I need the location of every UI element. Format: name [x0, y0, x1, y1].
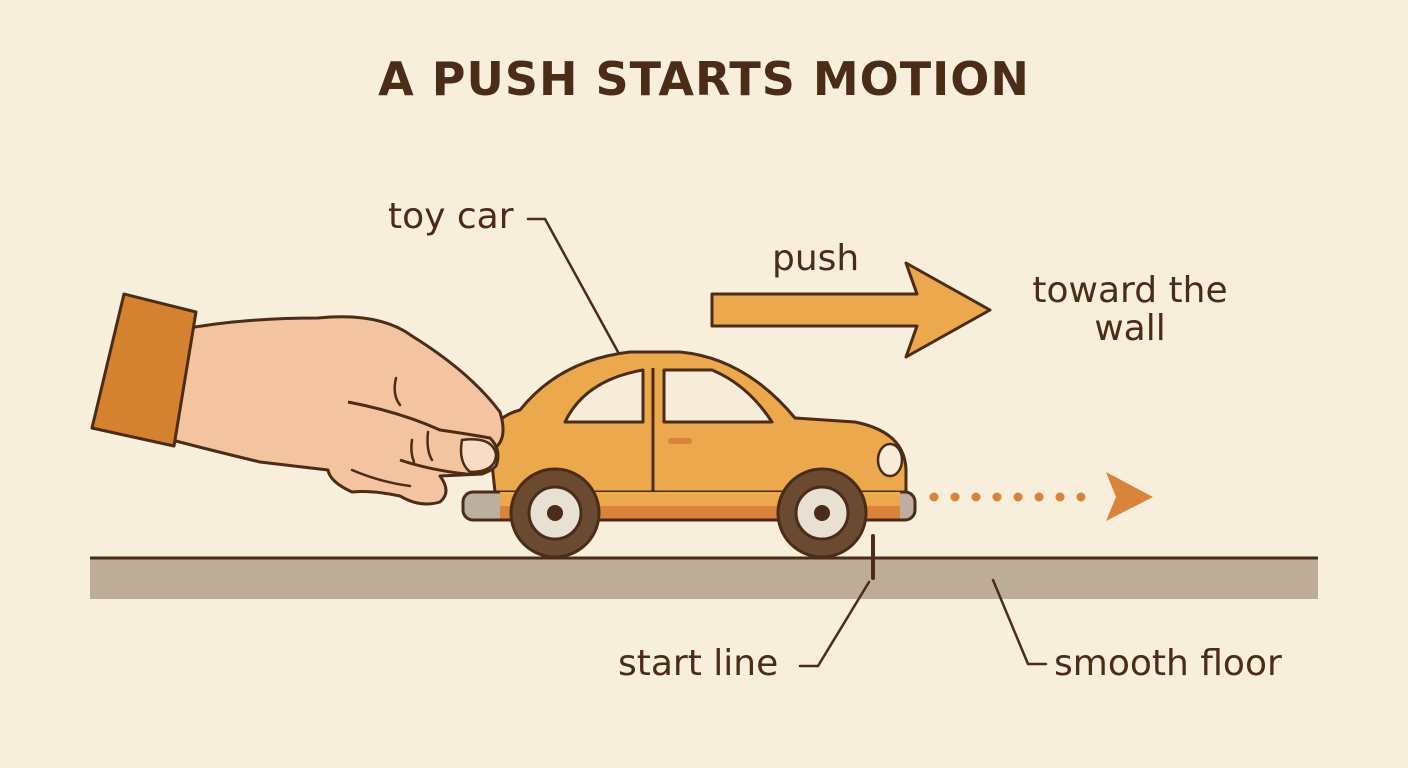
car-headlight [876, 442, 904, 478]
direction-label-line2: wall [1094, 307, 1166, 349]
car-front-wheel [776, 467, 868, 559]
hand-icon [90, 292, 505, 506]
floor-surface [90, 558, 1318, 599]
smooth-floor-leader [991, 578, 1048, 666]
direction-label: toward the wall [1012, 272, 1248, 348]
toy-car [461, 350, 917, 559]
hand-palm [170, 315, 505, 506]
sleeve [90, 292, 198, 448]
toy-car-label: toy car [388, 196, 514, 237]
floor [90, 556, 1318, 599]
start-line-label: start line [618, 643, 779, 684]
push-arrow-icon [710, 261, 992, 359]
car-front-window [662, 368, 774, 424]
push-label: push [772, 238, 860, 279]
direction-label-line1: toward the [1032, 270, 1228, 311]
thumbnail [459, 438, 498, 474]
diagram-title: A PUSH STARTS MOTION [378, 52, 1030, 106]
car-rear-window [563, 368, 645, 424]
motion-arrow-icon [929, 472, 1153, 521]
smooth-floor-label: smooth floor [1054, 643, 1282, 684]
start-line-leader [798, 580, 871, 668]
toy-car-leader [526, 217, 620, 354]
car-rear-wheel [509, 467, 601, 559]
leader-lines [526, 217, 1048, 668]
car-door-handle [668, 438, 692, 444]
